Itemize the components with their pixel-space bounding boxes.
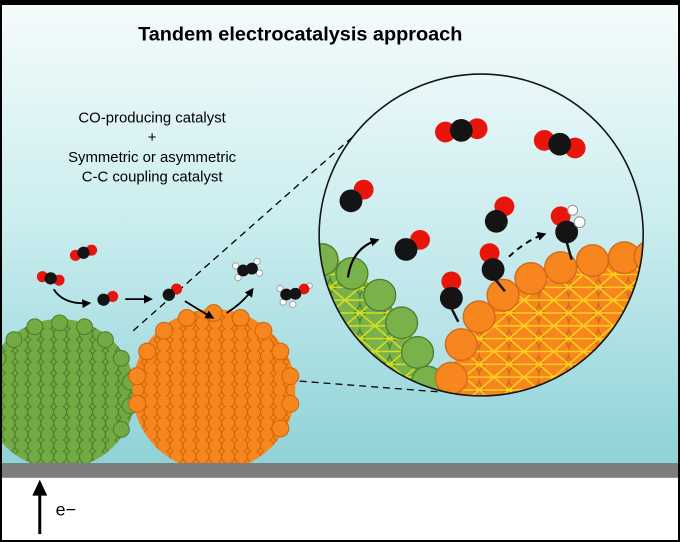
hydrogenation-dashed-arrow-zoom [508,232,547,258]
catalyst-description-line2: + [148,130,157,146]
co-adsorption-arrow [184,300,215,319]
figure-title: Tandem electrocatalysis approach [138,24,462,46]
product-desorption-arrow [226,287,254,314]
electron-arrow [32,479,48,535]
zoom-circle-outline [318,73,645,397]
co-release-arrow-zoom [346,237,380,278]
electrode-bar [2,463,678,478]
catalyst-description-line1: CO-producing catalyst [78,111,226,127]
orange-catalyst-cluster [128,304,300,471]
catalyst-description: CO-producing catalyst + Symmetric or asy… [68,111,237,186]
catalyst-description-line4: C-C coupling catalyst [82,170,224,186]
figure-canvas: Tandem electrocatalysis approach CO-prod… [2,5,678,540]
reaction-arrow-co2-to-co [52,288,92,309]
catalyst-description-line3: Symmetric or asymmetric [68,150,237,166]
electron-label: e− [56,499,76,519]
